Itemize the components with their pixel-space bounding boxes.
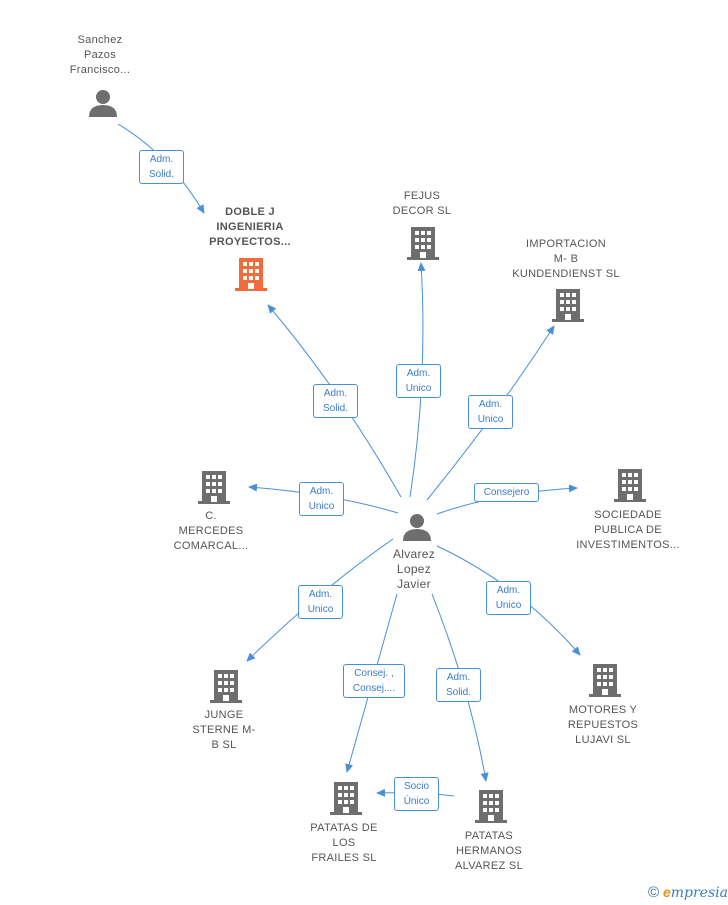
- node-label-doble-j[interactable]: DOBLE J INGENIERIA PROYECTOS...: [209, 206, 291, 248]
- building-icon[interactable]: [407, 225, 439, 261]
- edge-label-sanchez-doble: Adm. Solid.: [139, 150, 184, 184]
- brand-logo-text: mpresia: [670, 885, 728, 901]
- building-icon[interactable]: [235, 256, 267, 292]
- building-icon[interactable]: [210, 668, 242, 704]
- node-label-sanchez[interactable]: Sanchez Pazos Francisco...: [69, 34, 131, 76]
- edge-label-alvarez-importacion: Adm. Unico: [468, 395, 513, 429]
- building-icon[interactable]: [552, 287, 584, 323]
- edge-label-alvarez-hermanos: Adm. Solid.: [436, 668, 481, 702]
- edge-label-hermanos-frailes: Socio Único: [394, 777, 439, 811]
- node-label-patatas-frailes[interactable]: PATATAS DE LOS FRAILES SL: [310, 822, 378, 864]
- node-label-motores[interactable]: MOTORES Y REPUESTOS LUJAVI SL: [567, 704, 639, 746]
- node-label-sociedade[interactable]: SOCIEDADE PUBLICA DE INVESTIMENTOS...: [576, 509, 680, 551]
- edge-label-alvarez-sociedade: Consejero: [474, 483, 539, 502]
- edge-label-alvarez-fejus: Adm. Unico: [396, 364, 441, 398]
- node-label-mercedes[interactable]: C. MERCEDES COMARCAL...: [173, 510, 249, 552]
- edge-label-alvarez-motores: Adm. Unico: [486, 581, 531, 615]
- building-icon[interactable]: [198, 469, 230, 505]
- building-icon[interactable]: [475, 788, 507, 824]
- node-label-junge[interactable]: JUNGE STERNE M- B SL: [192, 709, 256, 751]
- person-icon[interactable]: [88, 88, 118, 118]
- edge-label-alvarez-mercedes: Adm. Unico: [299, 482, 344, 516]
- edge-label-alvarez-frailes: Consej. , Consej....: [343, 664, 405, 698]
- building-icon[interactable]: [589, 662, 621, 698]
- edge-label-alvarez-junge: Adm. Unico: [298, 585, 343, 619]
- brand-logo: © empresia: [648, 884, 728, 901]
- copyright-icon: ©: [648, 884, 660, 901]
- person-icon[interactable]: [402, 512, 432, 542]
- node-label-alvarez[interactable]: Alvarez Lopez Javier: [392, 547, 436, 591]
- node-label-fejus[interactable]: FEJUS DECOR SL: [392, 190, 452, 217]
- edge-label-alvarez-doble: Adm. Solid.: [313, 384, 358, 418]
- node-label-importacion[interactable]: IMPORTACION M- B KUNDENDIENST SL: [512, 238, 620, 280]
- brand-logo-e: e: [662, 884, 671, 900]
- building-icon[interactable]: [330, 780, 362, 816]
- building-icon[interactable]: [614, 467, 646, 503]
- node-label-patatas-hermanos[interactable]: PATATAS HERMANOS ALVAREZ SL: [454, 830, 523, 872]
